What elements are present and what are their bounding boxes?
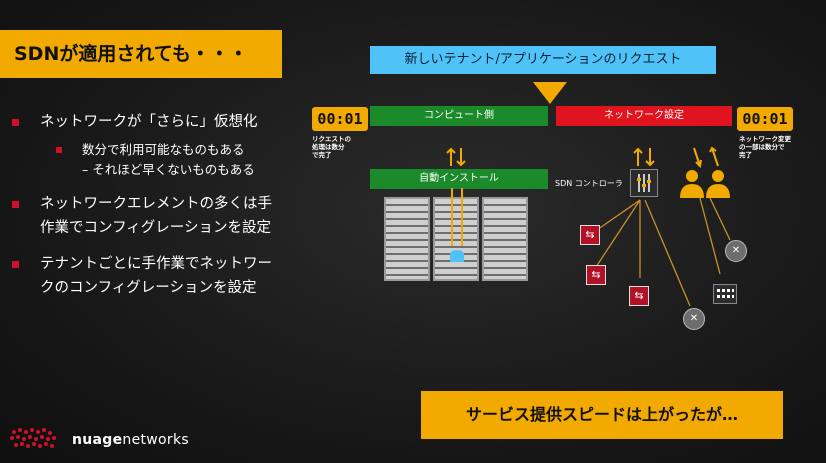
bullet-text: ネットワークエレメントの多くは手 (40, 196, 272, 212)
bullet-item: ネットワークが「さらに」仮想化 数分で利用可能なものもある – それほど早くない… (12, 110, 312, 180)
logo-light: networks (122, 432, 189, 448)
server-rack (384, 197, 430, 281)
updown-arrows-icon (446, 147, 466, 167)
bullet-item: ネットワークエレメントの多くは手 作業でコンフィグレーションを設定 (12, 192, 312, 240)
sub-bullet: 数分で利用可能なものもある – それほど早くないものもある (12, 140, 312, 180)
bullet-text: テナントごとに手作業でネットワー (40, 256, 272, 272)
shuffle-icon: ✕ (683, 308, 705, 330)
slide-title: SDNが適用されても・・・ (0, 30, 282, 78)
timer-left-note: リクエストの 処理は数分 で完了 (312, 135, 374, 159)
user-icon (680, 146, 730, 198)
timer-note-line: 処理は数分 (312, 143, 345, 151)
banner: サービス提供スピードは上がったが… (421, 391, 783, 439)
server-rack (433, 197, 479, 281)
request-bar: 新しいテナント/アプリケーションのリクエスト (370, 46, 716, 74)
timer-note-line: で完了 (312, 151, 332, 159)
down-arrow-icon (533, 82, 567, 104)
timer-note-line: リクエストの (312, 135, 351, 143)
sub-bullet-text: 数分で利用可能なものもある (82, 142, 245, 157)
timer-right-note: ネットワーク変更 の一部は数分で 完了 (739, 135, 809, 159)
bullet-list: ネットワークが「さらに」仮想化 数分で利用可能なものもある – それほど早くない… (12, 110, 312, 312)
bullet-text-2: 作業でコンフィグレーションを設定 (40, 220, 271, 236)
timer-left: 00:01 (312, 107, 368, 131)
timer-note-line: ネットワーク変更 (739, 135, 791, 143)
network-label: ネットワーク設定 (556, 106, 732, 126)
network-links (593, 197, 731, 307)
shuffle-icon: ✕ (725, 240, 747, 262)
vm-install-icon (450, 188, 464, 262)
switch-icon: ⇆ (586, 265, 606, 285)
bullet-text-2: クのコンフィグレーションを設定 (40, 280, 257, 296)
sub-bullet-text-2: – それほど早くないものもある (82, 162, 255, 177)
switch-icon (713, 284, 737, 304)
logo-bold: nuage (72, 432, 123, 448)
bullet-text: ネットワークが「さらに」仮想化 (40, 114, 258, 130)
updown-arrows-icon (633, 147, 655, 167)
switch-icon: ⇆ (580, 225, 600, 245)
nuage-logo-icon (10, 428, 56, 448)
controller-icon (630, 169, 658, 197)
timer-note-line: 完了 (739, 151, 752, 159)
auto-install-label: 自動インストール (370, 169, 548, 189)
bullet-item: テナントごとに手作業でネットワー クのコンフィグレーションを設定 (12, 252, 312, 300)
timer-right: 00:01 (737, 107, 793, 131)
timer-note-line: の一部は数分で (739, 143, 785, 151)
compute-label: コンピュート側 (370, 106, 548, 126)
nuage-logo-text: nuagenetworks (72, 432, 189, 448)
sdn-controller-label: SDN コントローラ (555, 179, 623, 188)
switch-icon: ⇆ (629, 286, 649, 306)
server-rack (482, 197, 528, 281)
